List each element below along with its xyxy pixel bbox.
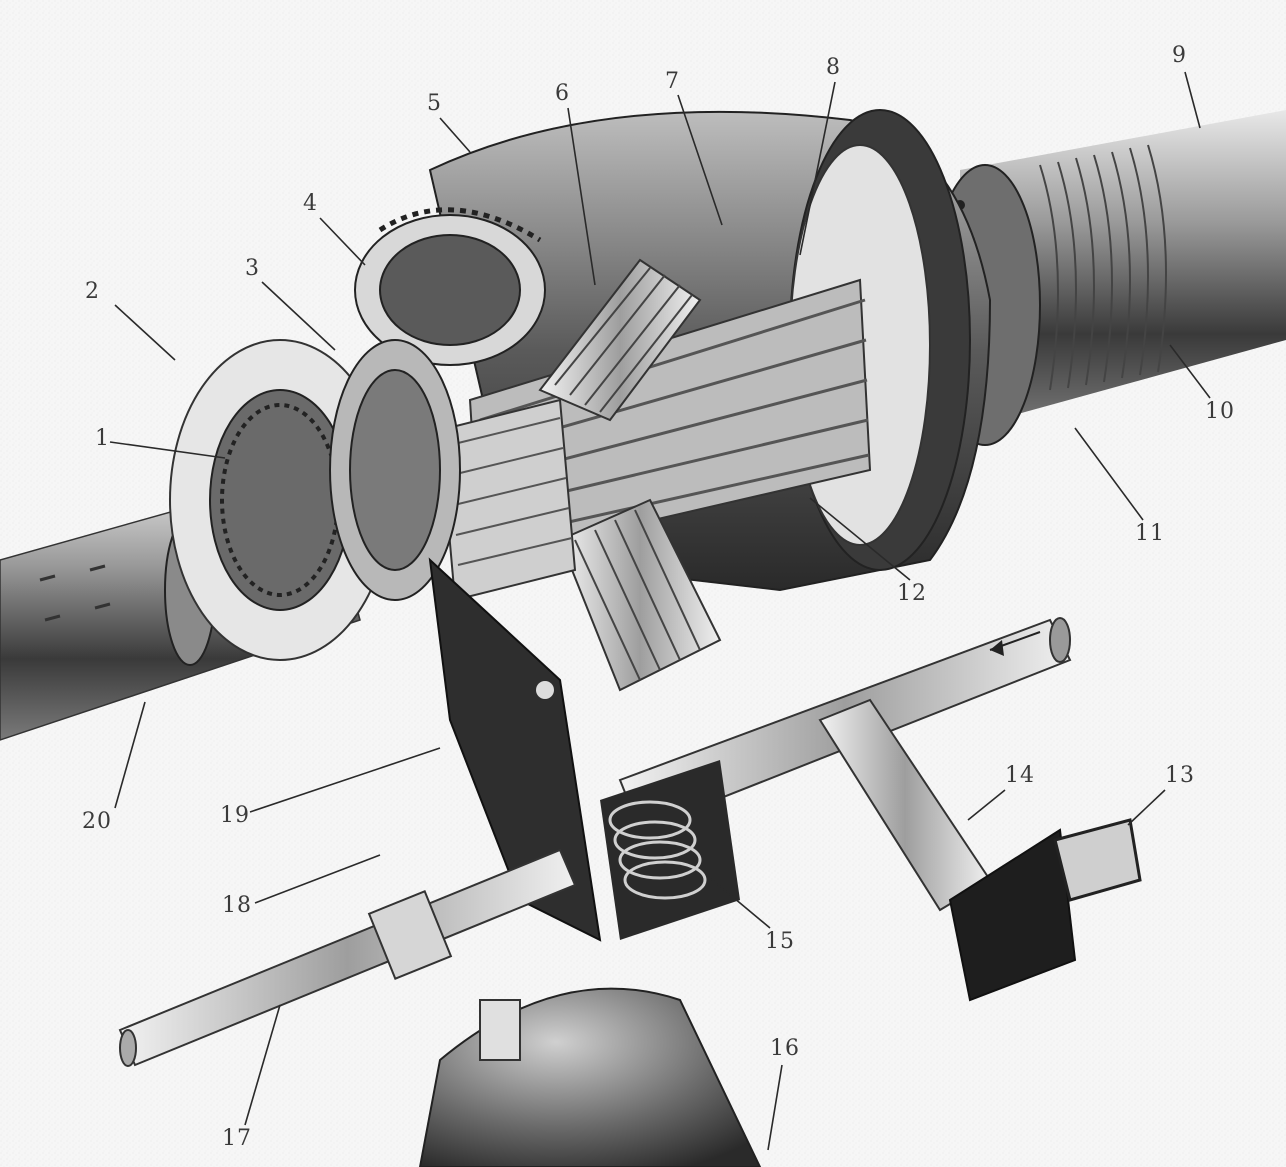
leader-20 xyxy=(114,701,146,809)
leader-9 xyxy=(1184,71,1201,129)
leader-6 xyxy=(567,107,596,286)
callout-18: 18 xyxy=(222,893,252,918)
callout-16: 16 xyxy=(770,1036,800,1061)
callout-6: 6 xyxy=(555,81,570,106)
callout-labels: 1 2 3 4 5 6 7 8 9 10 11 12 13 14 15 16 1… xyxy=(82,43,1235,1151)
sun-gear xyxy=(438,398,577,602)
leader-7 xyxy=(677,94,723,226)
ring-gear xyxy=(354,207,546,366)
planet-pinion-lower xyxy=(558,498,722,692)
shift-bracket xyxy=(428,557,602,942)
callout-10: 10 xyxy=(1205,399,1235,424)
leader-19 xyxy=(249,747,441,813)
leader-18 xyxy=(254,854,381,904)
callout-17: 17 xyxy=(222,1126,252,1151)
leader-12 xyxy=(809,497,911,581)
callout-2: 2 xyxy=(85,279,100,304)
leader-13 xyxy=(1127,789,1166,826)
callout-12: 12 xyxy=(897,581,927,606)
motor xyxy=(418,987,762,1167)
callout-3: 3 xyxy=(245,256,260,281)
leader-15 xyxy=(709,877,771,929)
callout-11: 11 xyxy=(1135,521,1165,546)
leader-14 xyxy=(967,789,1006,821)
callout-13: 13 xyxy=(1165,763,1195,788)
callout-8: 8 xyxy=(826,55,841,80)
planet-pinion-upper xyxy=(538,258,702,422)
leader-11 xyxy=(1074,427,1144,521)
callout-14: 14 xyxy=(1005,763,1035,788)
callout-19: 19 xyxy=(220,803,250,828)
leader-1 xyxy=(109,441,226,459)
callout-1: 1 xyxy=(95,426,110,451)
leader-17 xyxy=(244,1004,281,1126)
leader-4 xyxy=(319,217,366,266)
callout-15: 15 xyxy=(765,929,795,954)
clutch-plate xyxy=(169,339,461,661)
leader-10 xyxy=(1169,344,1211,399)
lower-rod xyxy=(118,848,577,1067)
callout-7: 7 xyxy=(665,69,680,94)
leader-16 xyxy=(767,1064,783,1151)
leader-8 xyxy=(799,81,836,256)
leader-3 xyxy=(261,281,336,351)
leader-5 xyxy=(439,117,471,153)
callout-20: 20 xyxy=(82,809,112,834)
callout-9: 9 xyxy=(1172,43,1187,68)
leader-lines xyxy=(109,71,1211,1151)
coil-spring xyxy=(600,760,740,940)
leader-2 xyxy=(114,304,176,361)
callout-5: 5 xyxy=(427,91,442,116)
lever-arm xyxy=(818,698,1142,1002)
callout-4: 4 xyxy=(303,191,318,216)
